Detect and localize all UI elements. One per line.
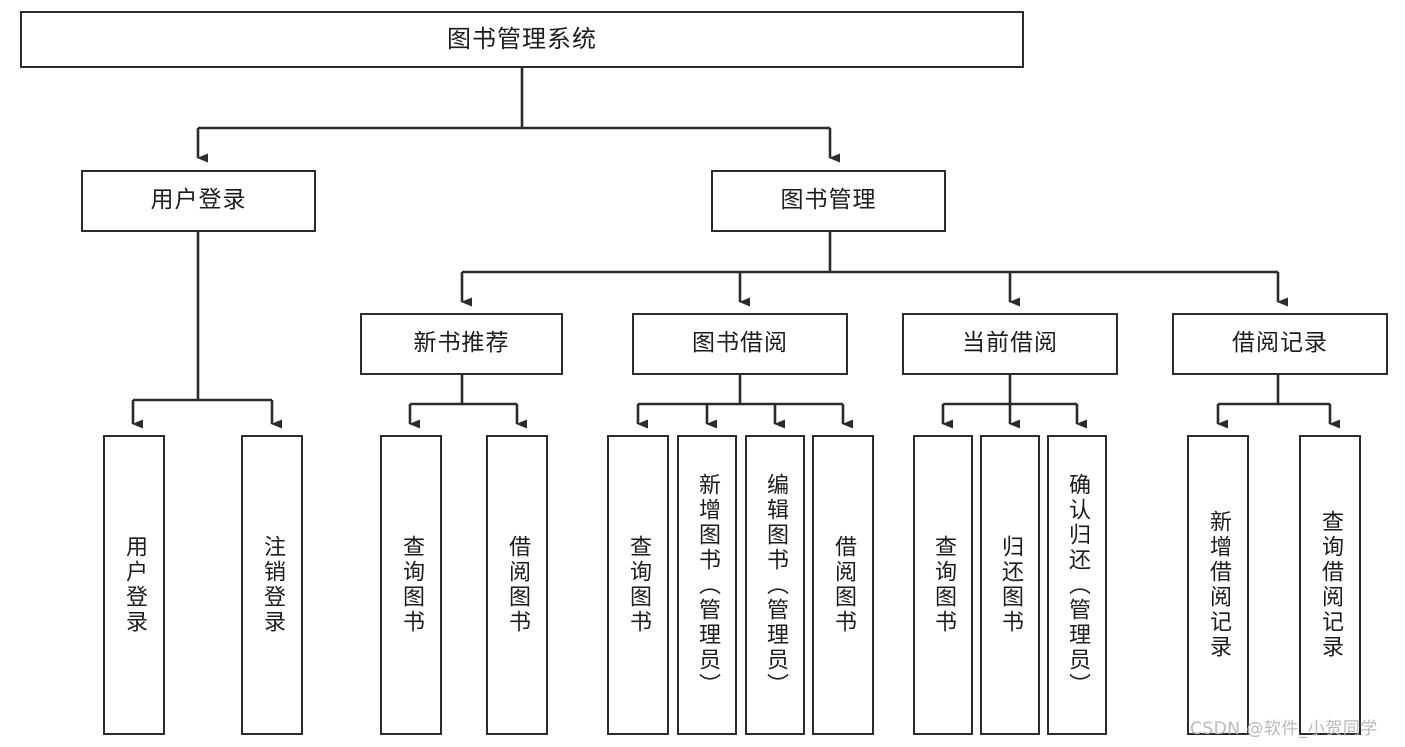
csdn-watermark: CSDN @软件_小贺同学 (1190, 719, 1378, 739)
leaf-current-confirm-return-label: 确认归还（管理员） (1065, 472, 1090, 698)
leaf-user-login-signin-label: 用户登录 (122, 535, 147, 635)
node-book-borrow[interactable]: 图书借阅 (632, 313, 848, 375)
leaf-borrow-edit-book[interactable]: 编辑图书（管理员） (745, 435, 805, 735)
leaf-borrow-query-book[interactable]: 查询图书 (607, 435, 669, 735)
leaf-current-confirm-return[interactable]: 确认归还（管理员） (1047, 435, 1107, 735)
node-user-login-label: 用户登录 (150, 187, 247, 214)
node-current-borrow-label: 当前借阅 (962, 330, 1058, 357)
node-user-login[interactable]: 用户登录 (81, 170, 316, 232)
leaf-borrow-edit-book-label: 编辑图书（管理员） (763, 472, 788, 698)
node-current-borrow[interactable]: 当前借阅 (902, 313, 1118, 375)
node-root-system[interactable]: 图书管理系统 (20, 11, 1024, 68)
leaf-current-query-book-label: 查询图书 (931, 535, 956, 635)
leaf-borrow-add-book[interactable]: 新增图书（管理员） (677, 435, 737, 735)
leaf-records-add-record-label: 新增借阅记录 (1206, 510, 1231, 660)
node-borrow-records[interactable]: 借阅记录 (1172, 313, 1388, 375)
node-root-system-label: 图书管理系统 (447, 25, 597, 54)
node-book-management-label: 图书管理 (780, 187, 877, 214)
leaf-records-query-record[interactable]: 查询借阅记录 (1299, 435, 1361, 735)
leaf-user-login-signout[interactable]: 注销登录 (241, 435, 303, 735)
leaf-borrow-borrow-book[interactable]: 借阅图书 (812, 435, 874, 735)
leaf-recommend-query-book[interactable]: 查询图书 (380, 435, 442, 735)
node-new-book-recommend-label: 新书推荐 (413, 330, 510, 357)
node-new-book-recommend[interactable]: 新书推荐 (360, 313, 563, 375)
leaf-recommend-borrow-book-label: 借阅图书 (505, 535, 530, 635)
leaf-user-login-signout-label: 注销登录 (260, 535, 285, 635)
node-book-management[interactable]: 图书管理 (711, 170, 946, 232)
leaf-borrow-borrow-book-label: 借阅图书 (831, 535, 856, 635)
leaf-current-return-book[interactable]: 归还图书 (980, 435, 1040, 735)
leaf-borrow-add-book-label: 新增图书（管理员） (695, 472, 720, 698)
leaf-current-return-book-label: 归还图书 (998, 535, 1023, 635)
leaf-records-query-record-label: 查询借阅记录 (1318, 510, 1343, 660)
leaf-current-query-book[interactable]: 查询图书 (913, 435, 973, 735)
leaf-user-login-signin[interactable]: 用户登录 (103, 435, 165, 735)
leaf-borrow-query-book-label: 查询图书 (626, 535, 651, 635)
leaf-recommend-query-book-label: 查询图书 (399, 535, 424, 635)
leaf-recommend-borrow-book[interactable]: 借阅图书 (486, 435, 548, 735)
leaf-records-add-record[interactable]: 新增借阅记录 (1187, 435, 1249, 735)
node-book-borrow-label: 图书借阅 (692, 330, 788, 357)
node-borrow-records-label: 借阅记录 (1232, 330, 1328, 357)
